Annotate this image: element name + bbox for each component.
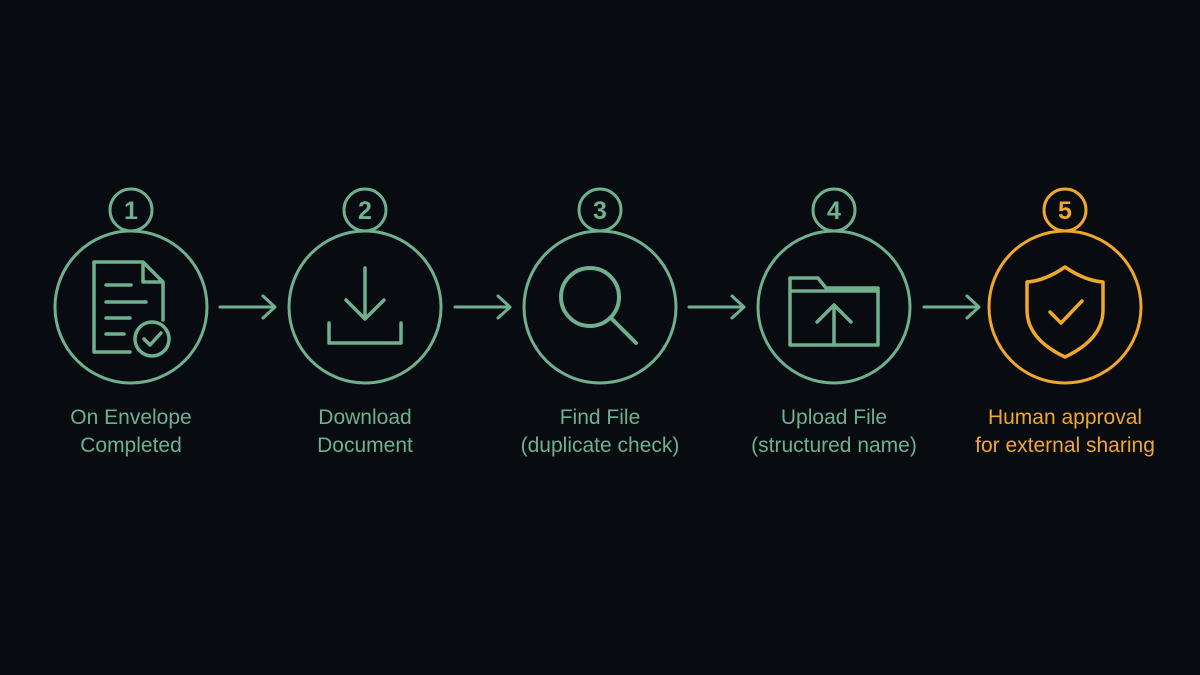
step-3: 3 [522,187,678,385]
step-5-ring [987,229,1143,385]
step-3-number: 3 [593,197,607,225]
step-1-ring [53,229,209,385]
step-3-badge: 3 [577,187,623,233]
step-4-label: Upload File (structured name) [719,404,949,460]
arrow-2 [453,294,512,320]
step-1-badge: 1 [108,187,154,233]
step-2-label: Download Document [250,404,480,460]
download-icon [327,266,403,345]
step-2-label-line2: Document [317,434,413,457]
step-1-label-line1: On Envelope [70,406,192,429]
arrow-1 [218,294,277,320]
step-3-label-line2: (duplicate check) [520,434,680,457]
step-3-label: Find File (duplicate check) [485,404,715,460]
step-2-ring [287,229,443,385]
step-2-number: 2 [358,197,372,225]
step-5-label-line2: for external sharing [975,434,1155,457]
step-4: 4 [756,187,912,385]
shield-check-icon [1025,265,1105,359]
step-5-badge: 5 [1042,187,1088,233]
step-4-label-line2: (structured name) [751,434,917,457]
step-5-label-line1: Human approval [987,406,1143,429]
step-2-label-line1: Download [318,406,412,429]
step-4-label-line1: Upload File [780,406,888,429]
step-5: 5 [987,187,1143,385]
arrow-3 [687,294,746,320]
step-3-ring [522,229,678,385]
step-5-number: 5 [1058,197,1072,225]
folder-upload-icon [788,276,880,347]
magnifier-icon [559,266,638,345]
step-4-ring [756,229,912,385]
step-2: 2 [287,187,443,385]
step-2-badge: 2 [342,187,388,233]
step-4-number: 4 [827,197,841,225]
step-4-badge: 4 [811,187,857,233]
step-3-label-line1: Find File [559,406,641,429]
arrow-4 [922,294,981,320]
step-1: 1 [53,187,209,385]
step-1-label-line2: Completed [80,434,182,457]
step-5-label: Human approval for external sharing [950,404,1180,460]
step-1-label: On Envelope Completed [16,404,246,460]
step-1-number: 1 [124,197,138,225]
document-check-icon [92,260,171,358]
